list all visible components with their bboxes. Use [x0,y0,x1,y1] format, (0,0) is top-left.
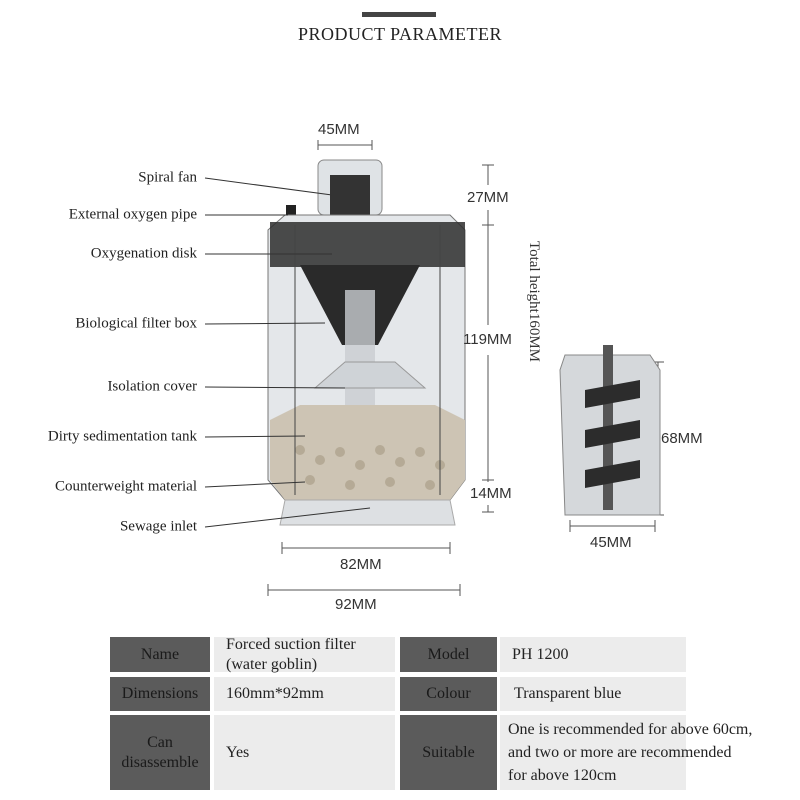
dimensions-value: 160mm*92mm [214,677,395,711]
name-label: Name [110,637,210,672]
product-illustration [204,140,664,596]
colour-value: Transparent blue [500,677,686,711]
suitable-label: Suitable [400,715,497,790]
name-value: Forced suction filter (water goblin) [214,636,395,673]
disassemble-label-line-1: Can [147,734,173,752]
dim-inner-width: 82MM [340,556,382,573]
disassemble-value: Yes [214,715,395,790]
spiral-fan-side-image [559,345,661,516]
dimensions-label: Dimensions [110,677,210,711]
suitable-value-line-3: for above 120cm [508,767,617,785]
page-title: PRODUCT PARAMETER [297,24,503,44]
label-spiral-fan: Spiral fan [138,169,197,186]
dim-body-height: 119MM [463,331,512,348]
disassemble-label: Can disassemble [110,715,210,790]
model-label: Model [400,637,497,672]
disassemble-label-line-2: disassemble [121,753,199,771]
dim-top-width: 45MM [318,121,360,138]
suitable-value: One is recommended for above 60cm, and t… [500,715,752,790]
dim-outer-width: 92MM [335,596,377,613]
leader-lines [204,177,371,528]
dim-side-width: 45MM [590,534,632,551]
dim-total-height: Total height160MM [526,240,543,363]
filter-main-image [267,159,466,526]
label-sewage-inlet: Sewage inlet [119,518,197,535]
colour-label: Colour [400,677,497,711]
name-value-line-2: (water goblin) [226,655,318,673]
label-counterweight-material: Counterweight material [54,478,197,495]
label-dirty-sedimentation-tank: Dirty sedimentation tank [47,428,197,445]
dim-base-height: 14MM [470,485,512,502]
label-biological-filter-box: Biological filter box [75,315,197,332]
suitable-value-line-2: and two or more are recommended [508,743,732,761]
label-isolation-cover: Isolation cover [107,378,197,395]
label-external-oxygen-pipe: External oxygen pipe [68,206,197,223]
model-value: PH 1200 [500,637,686,672]
dim-side-height: 68MM [661,430,703,447]
label-oxygenation-disk: Oxygenation disk [90,245,197,262]
dim-top-height: 27MM [467,189,509,206]
name-value-line-1: Forced suction filter [226,636,356,654]
suitable-value-line-1: One is recommended for above 60cm, [508,720,753,738]
title-bar-decoration [362,12,436,17]
